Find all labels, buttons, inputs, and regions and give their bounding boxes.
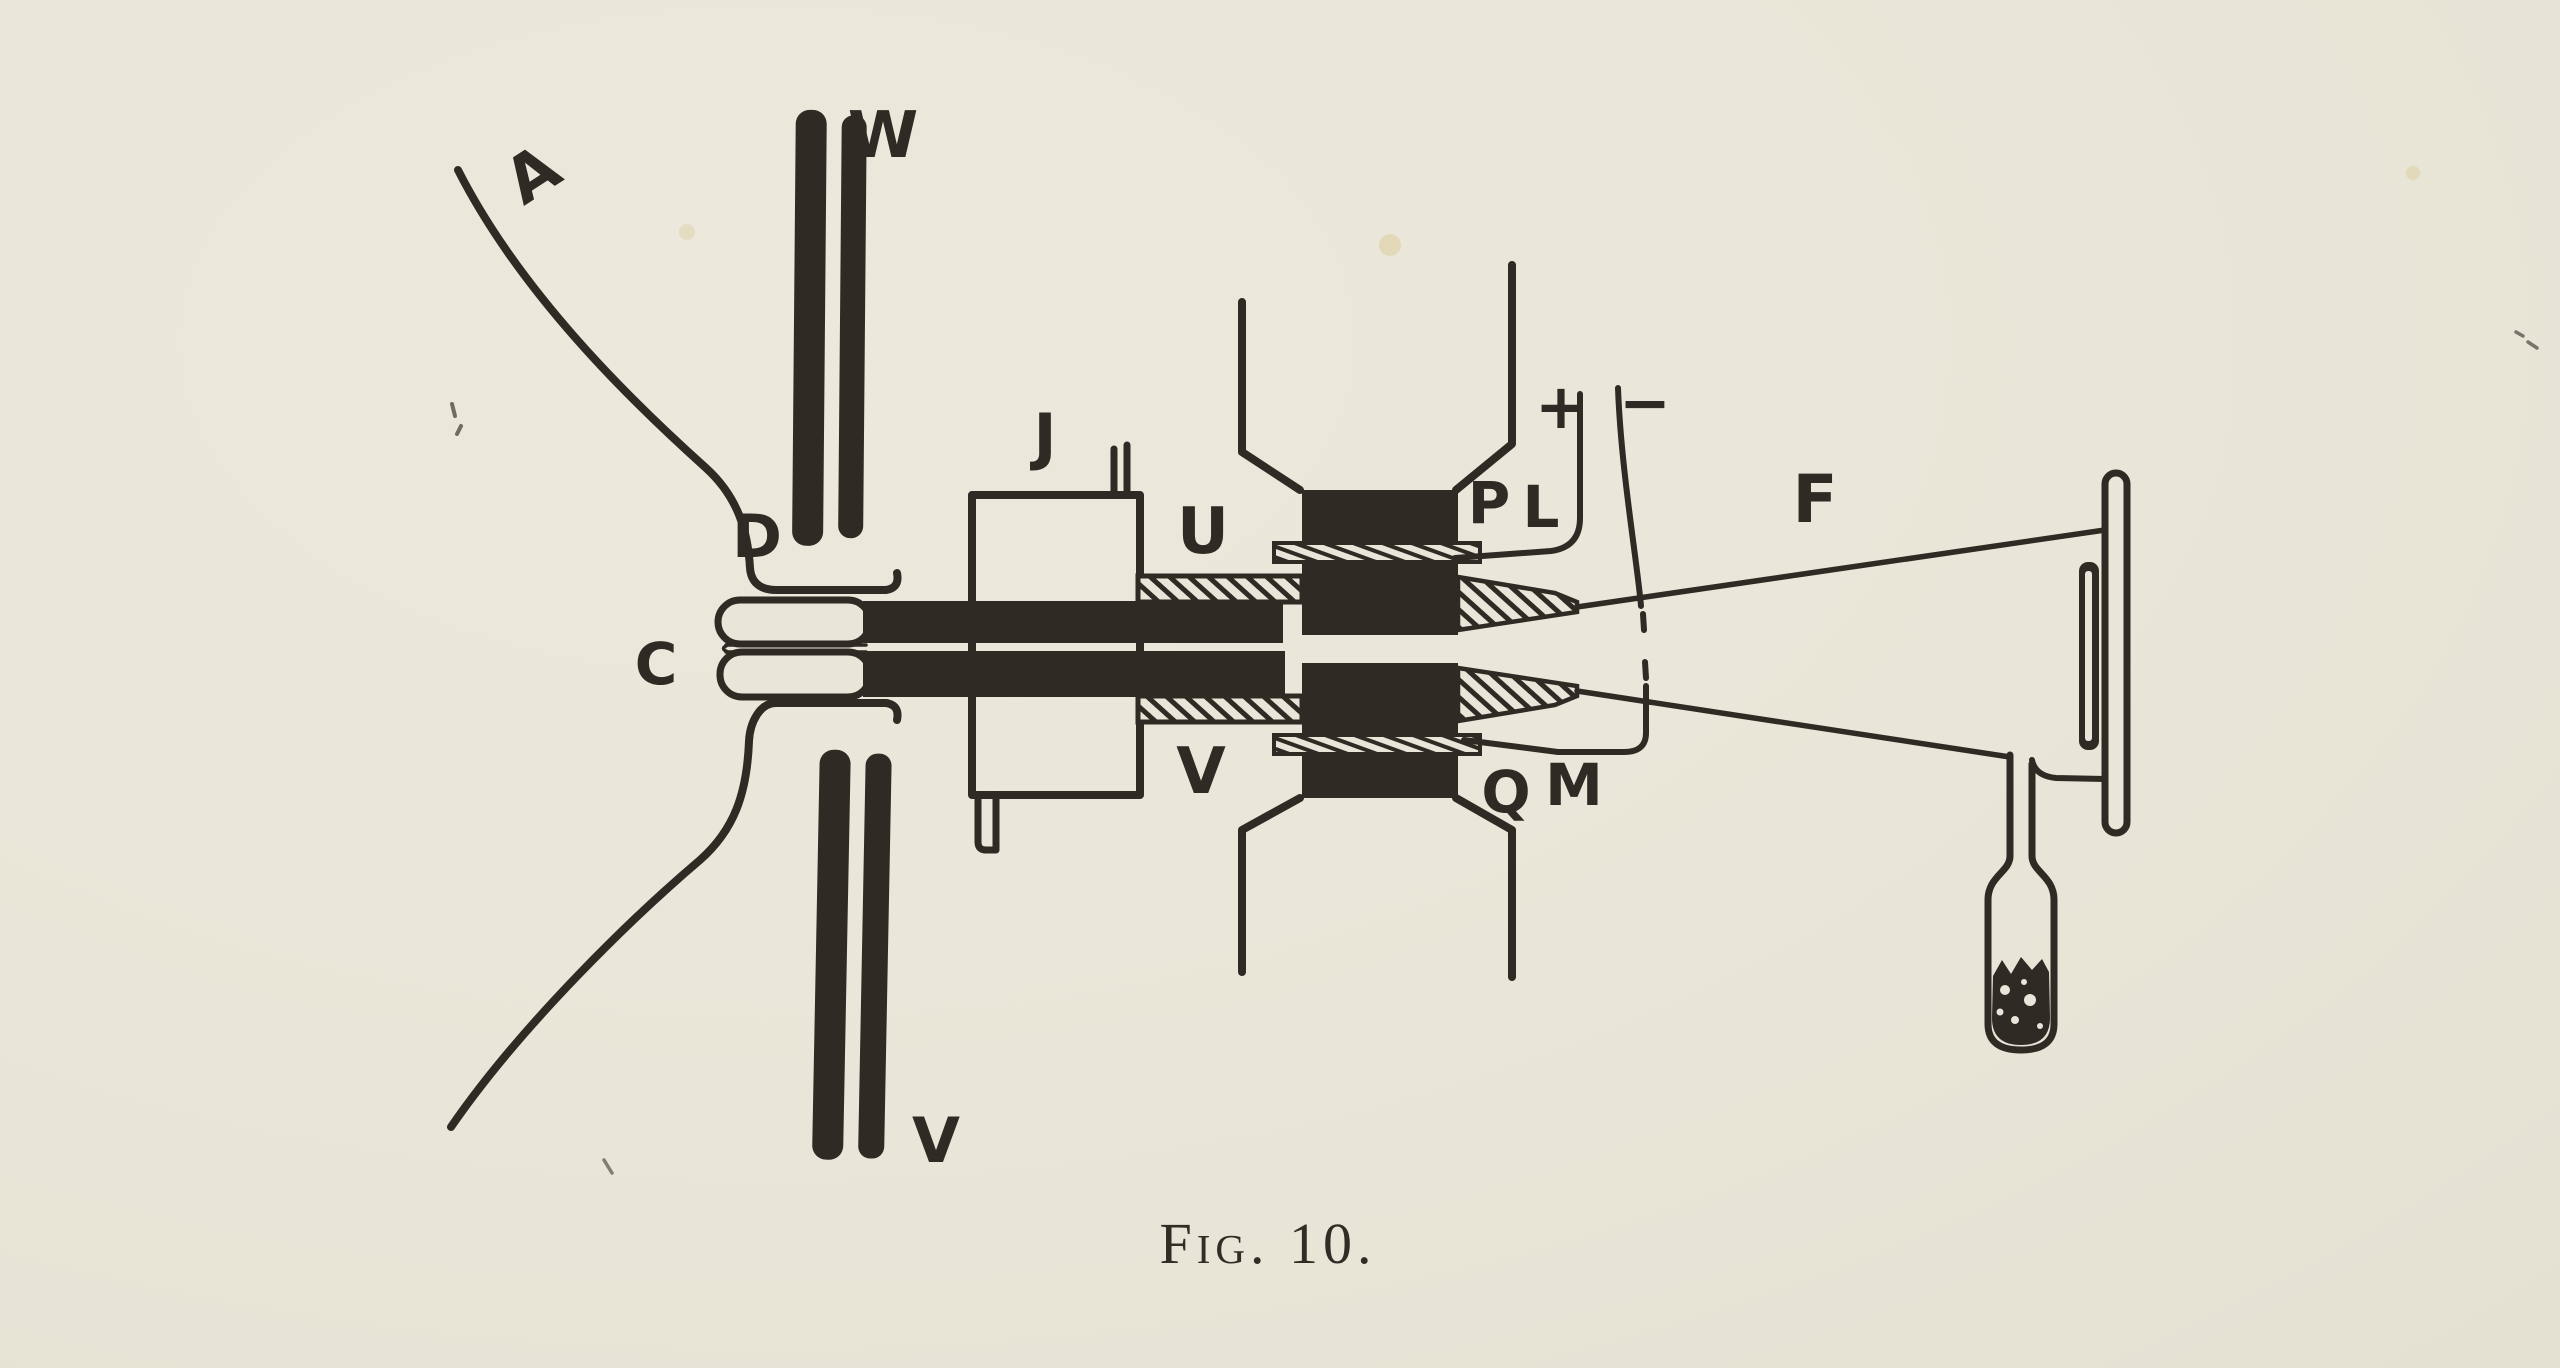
ink-speck [450, 402, 463, 436]
label-upper-screen-plates: W [848, 99, 919, 173]
neck-shoulder-bottom-left [1238, 794, 1304, 976]
ray-cone [1574, 527, 2108, 782]
label-upper-insulating-tube: U [1177, 495, 1229, 569]
label-positive-terminal: + [1535, 370, 1587, 443]
label-lower-pole-piece: Q [1481, 758, 1530, 826]
cathode-finger-upper [714, 596, 874, 648]
insulating-tube-u [1135, 573, 1305, 605]
paper-stains [450, 166, 2539, 1175]
negative-wire-dashes [1640, 611, 1649, 681]
yellow-stain [2406, 166, 2420, 180]
cathode-rod-upper [863, 601, 1283, 643]
charcoal-bulb [1984, 751, 2058, 1054]
deflection-plate-m [1455, 665, 1580, 724]
jacket-outlet-pipe [974, 791, 1000, 854]
v-plate-right [858, 753, 892, 1159]
ray-cone-lower-line [1574, 688, 2013, 760]
photographic-plate-core [2085, 571, 2092, 741]
insulating-tubes [1135, 573, 1305, 725]
deflection-plates [1455, 574, 1580, 724]
w-plate-left [792, 109, 827, 546]
label-jacket: J [1029, 400, 1056, 473]
label-flask: A [492, 130, 574, 219]
w-plate-right [838, 115, 867, 539]
jacket-box [968, 441, 1144, 854]
ink-speck [602, 1158, 614, 1175]
neck-shoulder-top-right [1452, 261, 1516, 494]
label-upper-deflection-plate: L [1523, 473, 1560, 541]
v-plate-left [812, 749, 851, 1160]
yellow-stain [1379, 234, 1401, 256]
flask-lower-curve [447, 699, 902, 1131]
screen-lower-connector [2029, 757, 2108, 782]
flask-upper-curve [454, 166, 902, 594]
label-upper-pole-piece: P [1468, 469, 1511, 537]
negative-wire-upper [1615, 385, 1644, 609]
pole-piece-q [1302, 663, 1458, 798]
charcoal-speckles [1996, 979, 2043, 1029]
label-lower-screen-plates: V [912, 1104, 960, 1177]
threaded-collar-lower [1272, 733, 1482, 756]
bulb-outline [1984, 751, 2058, 1054]
jacket-outline [968, 491, 1144, 799]
label-lower-insulating-tube: V [1176, 735, 1226, 809]
insulating-tube-v [1135, 693, 1305, 725]
label-negative-terminal: − [1619, 366, 1671, 439]
cathode-assembly [714, 596, 1285, 705]
magnet-pole-pieces [1238, 261, 1516, 981]
deflection-plate-l [1455, 574, 1580, 633]
diagram-labels: A W D C J U V P L + − F Q M V [492, 99, 1837, 1177]
label-observation-screen: F [1792, 461, 1837, 538]
jacket-inlet-pipe [1110, 441, 1131, 499]
camera-screen [2079, 469, 2131, 837]
figure-caption: Fig. 10. [1159, 1211, 1376, 1276]
ink-speck [2514, 330, 2539, 350]
cathode-finger-lower [716, 648, 874, 701]
threaded-collar-upper [1272, 541, 1482, 564]
screen-holder [2101, 469, 2131, 837]
positive-wire [1452, 391, 1583, 561]
neck-shoulder-bottom-right [1452, 794, 1516, 981]
terminal-wires [1452, 385, 1649, 755]
label-lower-deflection-plate: M [1545, 751, 1603, 819]
ray-cone-upper-line [1574, 527, 2108, 610]
screen-plates-w [792, 109, 867, 546]
neck-shoulder-top-left [1238, 298, 1304, 494]
screen-plates-v [812, 749, 892, 1160]
capillary-bore [721, 643, 868, 654]
label-cathode: C [635, 630, 678, 698]
discharge-flask-outline [447, 166, 902, 1131]
cathode-rod-lower [863, 651, 1285, 697]
negative-wire-lower [1461, 683, 1649, 755]
yellow-stain [679, 224, 695, 240]
label-anode-opening: D [732, 502, 782, 572]
ink-droplet [804, 697, 812, 705]
charcoal-fill [1992, 957, 2050, 1045]
